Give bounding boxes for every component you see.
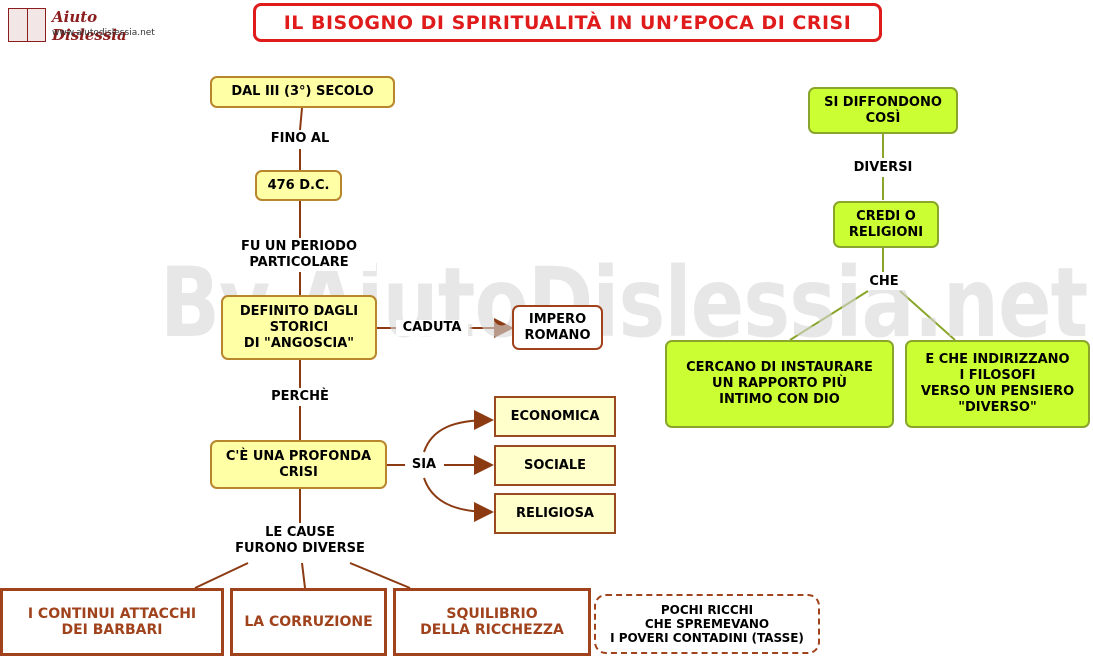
connector-cause-corruzione bbox=[301, 562, 306, 589]
label-perche: PERCHÈ bbox=[262, 389, 338, 405]
label-cause: LE CAUSE FURONO DIVERSE bbox=[218, 525, 382, 557]
label-sia: SIA bbox=[405, 457, 443, 473]
node-impero: IMPERO ROMANO bbox=[512, 305, 603, 350]
node-corruzione: LA CORRUZIONE bbox=[230, 588, 387, 656]
arrow-sia-religiosa bbox=[423, 477, 494, 522]
node-crisi: C'È UNA PROFONDA CRISI bbox=[210, 440, 387, 489]
connector-cause-squilibrio bbox=[349, 562, 411, 589]
node-religiosa: RELIGIOSA bbox=[494, 493, 616, 534]
label-periodo: FU UN PERIODO PARTICOLARE bbox=[222, 239, 376, 271]
label-caduta: CADUTA bbox=[396, 320, 468, 336]
connector-cause-barbari bbox=[194, 562, 249, 589]
connector-che-filosofi bbox=[899, 290, 956, 341]
node-barbari: I CONTINUI ATTACCHI DEI BARBARI bbox=[0, 588, 224, 656]
label-diversi: DIVERSI bbox=[846, 160, 920, 176]
node-sociale: SOCIALE bbox=[494, 445, 616, 486]
node-filosofi: E CHE INDIRIZZANO I FILOSOFI VERSO UN PE… bbox=[905, 340, 1090, 428]
label-fino-al: FINO AL bbox=[258, 131, 342, 147]
page-title: IL BISOGNO DI SPIRITUALITÀ IN UN’EPOCA D… bbox=[253, 3, 882, 42]
node-angoscia: DEFINITO DAGLI STORICI DI "ANGOSCIA" bbox=[221, 295, 377, 360]
node-economica: ECONOMICA bbox=[494, 396, 616, 437]
node-credi: CREDI O RELIGIONI bbox=[833, 201, 939, 248]
logo-name: Aiuto Dislessia bbox=[52, 8, 127, 44]
node-squilibrio: SQUILIBRIO DELLA RICCHEZZA bbox=[393, 588, 591, 656]
arrow-sia-economica bbox=[423, 410, 494, 453]
node-secolo: DAL III (3°) SECOLO bbox=[210, 76, 395, 108]
node-diffondono: SI DIFFONDONO COSÌ bbox=[808, 87, 958, 134]
node-rapporto: CERCANO DI INSTAURARE UN RAPPORTO PIÙ IN… bbox=[665, 340, 894, 428]
label-che: CHE bbox=[862, 274, 906, 290]
book-icon bbox=[8, 8, 46, 42]
site-logo: Aiuto Dislessia www.aiutodislessia.net bbox=[8, 6, 168, 46]
connector-che-rapporto bbox=[789, 290, 869, 341]
node-anno: 476 D.C. bbox=[255, 170, 342, 201]
logo-url: www.aiutodislessia.net bbox=[52, 28, 155, 38]
connector-secolo-fino bbox=[299, 107, 303, 131]
node-poveri: POCHI RICCHI CHE SPREMEVANO I POVERI CON… bbox=[594, 594, 820, 654]
